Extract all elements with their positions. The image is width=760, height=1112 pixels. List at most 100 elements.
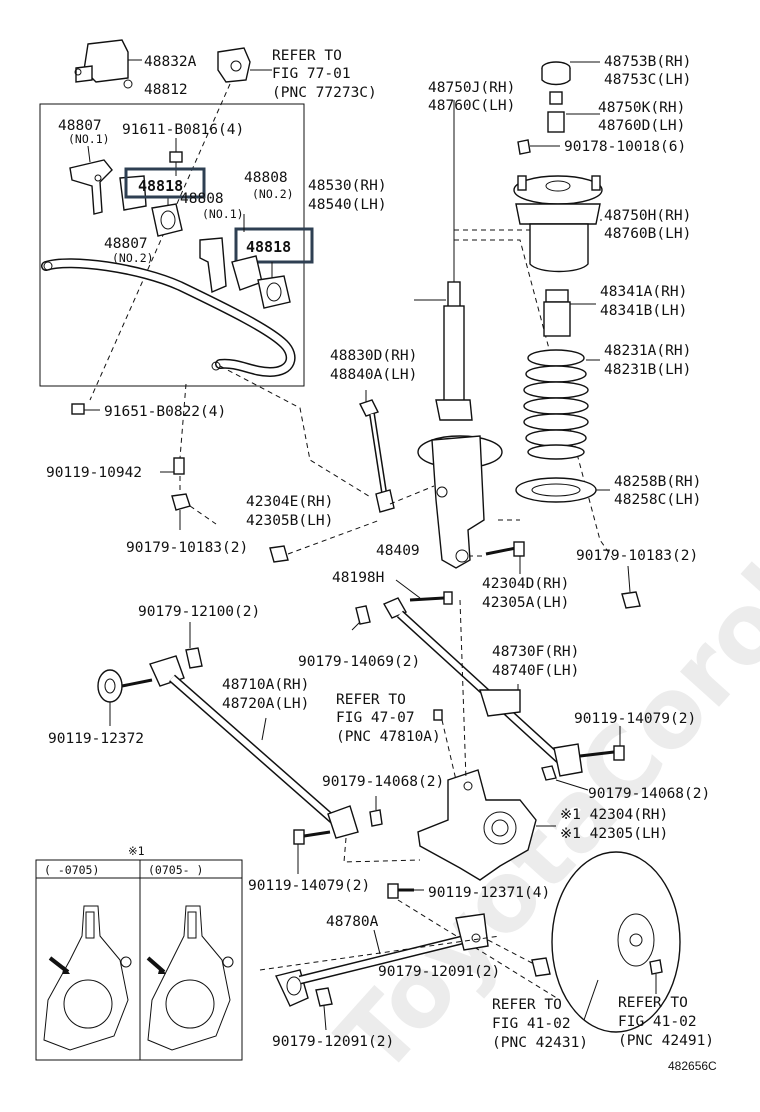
- bolt-91611-icon[interactable]: [169, 151, 183, 176]
- label-48753b[interactable]: 48753B(RH): [604, 54, 691, 70]
- label-48808-no2[interactable]: 48808: [244, 170, 288, 186]
- bolt-48198h-icon[interactable]: [409, 591, 453, 605]
- label-90179-14069[interactable]: 90179-14069(2): [298, 654, 420, 670]
- bolt-47-07-icon[interactable]: [433, 709, 443, 721]
- bolt-90119-12371-icon[interactable]: [387, 883, 414, 899]
- label-48750j[interactable]: 48750J(RH): [428, 80, 515, 96]
- stabilizer-link-icon[interactable]: [359, 399, 395, 513]
- disc-screw-icon[interactable]: [649, 959, 663, 975]
- nut-90179-12100-icon[interactable]: [185, 647, 203, 669]
- nut-90179-10183-b-icon[interactable]: [621, 591, 641, 609]
- label-91611[interactable]: 91611-B0816(4): [122, 122, 244, 138]
- label-48830d[interactable]: 48830D(RH): [330, 348, 417, 364]
- label-48231a[interactable]: 48231A(RH): [604, 343, 691, 359]
- mount-cap-icon[interactable]: [541, 61, 571, 86]
- label-48530[interactable]: 48530(RH): [308, 178, 387, 194]
- label-90119-10942[interactable]: 90119-10942: [46, 465, 142, 481]
- label-48258b[interactable]: 48258B(RH): [614, 474, 701, 490]
- label-90179-14068-b[interactable]: 90179-14068(2): [588, 786, 710, 802]
- label-90179-14068-a[interactable]: 90179-14068(2): [322, 774, 444, 790]
- label-90179-10183-b[interactable]: 90179-10183(2): [576, 548, 698, 564]
- label-42305[interactable]: ※1 42305(LH): [560, 826, 668, 842]
- label-90119-14079-r[interactable]: 90119-14079(2): [574, 711, 696, 727]
- label-48409[interactable]: 48409: [376, 543, 420, 559]
- shock-absorber-icon[interactable]: [417, 281, 503, 569]
- label-48258c[interactable]: 48258C(LH): [614, 492, 701, 508]
- coil-spring-icon[interactable]: [523, 349, 589, 460]
- ref-41a-line1: REFER TO: [492, 997, 562, 1013]
- upper-mount-icon[interactable]: [513, 175, 603, 273]
- label-90179-12100[interactable]: 90179-12100(2): [138, 604, 260, 620]
- label-48710a[interactable]: 48710A(RH): [222, 677, 309, 693]
- bolt-91651-icon[interactable]: [71, 403, 85, 415]
- nut-90179-12091-a-icon[interactable]: [531, 957, 551, 977]
- label-90119-12372[interactable]: 90119-12372: [48, 731, 144, 747]
- label-48780a[interactable]: 48780A: [326, 914, 379, 930]
- label-48341a[interactable]: 48341A(RH): [600, 284, 687, 300]
- ref-47-line3: (PNC 47810A): [336, 729, 441, 745]
- label-48750h[interactable]: 48750H(RH): [604, 208, 691, 224]
- nut-90178-icon[interactable]: [517, 139, 531, 155]
- bracket-48807-no1-icon[interactable]: [69, 159, 113, 215]
- spring-insulator-icon[interactable]: [515, 477, 597, 503]
- nut-90179-14069-icon[interactable]: [355, 605, 371, 625]
- label-48740f[interactable]: 48740F(LH): [492, 663, 579, 679]
- bushing-48818-b-icon[interactable]: [257, 275, 291, 309]
- label-48807-no2[interactable]: 48807: [104, 236, 148, 252]
- label-42304[interactable]: ※1 42304(RH): [560, 807, 668, 823]
- label-48832a[interactable]: 48832A: [144, 54, 197, 70]
- label-48812[interactable]: 48812: [144, 82, 188, 98]
- bolt-42304d-icon[interactable]: [485, 541, 525, 557]
- bolt-90119-10942-icon[interactable]: [173, 457, 185, 475]
- label-48730f[interactable]: 48730F(RH): [492, 644, 579, 660]
- label-90178[interactable]: 90178-10018(6): [564, 139, 686, 155]
- label-48840a[interactable]: 48840A(LH): [330, 367, 417, 383]
- bump-stopper-icon[interactable]: [543, 289, 571, 337]
- label-48760d[interactable]: 48760D(LH): [598, 118, 685, 134]
- label-90179-12091-a[interactable]: 90179-12091(2): [378, 964, 500, 980]
- label-42304d[interactable]: 42304D(RH): [482, 576, 569, 592]
- label-48198h[interactable]: 48198H: [332, 570, 384, 586]
- cam-bolt-90119-12372-icon[interactable]: [97, 669, 153, 703]
- lower-arm-48710a-icon[interactable]: [149, 655, 359, 839]
- nut-90179-12091-b-icon[interactable]: [315, 987, 333, 1007]
- brake-disc-icon[interactable]: [551, 851, 681, 1033]
- label-90119-14079-l[interactable]: 90119-14079(2): [248, 878, 370, 894]
- label-48760c[interactable]: 48760C(LH): [428, 98, 515, 114]
- nut-90179-14068-b-icon[interactable]: [541, 765, 557, 781]
- bracket-48808-no2-icon[interactable]: [199, 237, 227, 294]
- label-91651[interactable]: 91651-B0822(4): [104, 404, 226, 420]
- bushing-48818-a-icon[interactable]: [151, 203, 183, 237]
- nut-90179-14068-a-icon[interactable]: [369, 809, 383, 827]
- label-48760b[interactable]: 48760B(LH): [604, 226, 691, 242]
- label-48753c[interactable]: 48753C(LH): [604, 72, 691, 88]
- label-90179-10183-a[interactable]: 90179-10183(2): [126, 540, 248, 556]
- label-90119-12371[interactable]: 90119-12371(4): [428, 885, 550, 901]
- label-48808-no1[interactable]: 48808: [180, 191, 224, 207]
- inset-marker: ※1: [128, 844, 145, 858]
- nut-42304e-icon[interactable]: [269, 545, 289, 563]
- label-42305a[interactable]: 42305A(LH): [482, 595, 569, 611]
- bolt-90119-14079-l-icon[interactable]: [293, 829, 331, 845]
- label-48818-a[interactable]: 48818: [138, 177, 183, 195]
- label-42305b[interactable]: 42305B(LH): [246, 513, 333, 529]
- mount-nut-icon[interactable]: [547, 91, 565, 133]
- label-48750k[interactable]: 48750K(RH): [598, 100, 685, 116]
- ref-41b-line2: FIG 41-02: [618, 1014, 697, 1030]
- bracket-48832a-icon[interactable]: [74, 39, 133, 89]
- clamp-icon[interactable]: [217, 47, 251, 83]
- label-48807-no1[interactable]: 48807: [58, 118, 102, 134]
- label-48818-b[interactable]: 48818: [246, 238, 291, 256]
- bolt-90119-14079-r-icon[interactable]: [579, 745, 625, 761]
- bracket-48807-no2-icon[interactable]: [231, 255, 263, 291]
- label-90179-12091-b[interactable]: 90179-12091(2): [272, 1034, 394, 1050]
- nut-90179-10183-a-icon[interactable]: [171, 493, 191, 511]
- trailing-arm-48780a-icon[interactable]: [275, 913, 489, 1007]
- label-48231b[interactable]: 48231B(LH): [604, 362, 691, 378]
- upper-control-arm-icon[interactable]: [383, 597, 583, 777]
- label-48341b[interactable]: 48341B(LH): [600, 303, 687, 319]
- steering-knuckle-icon[interactable]: [417, 769, 537, 881]
- label-42304e[interactable]: 42304E(RH): [246, 494, 333, 510]
- label-48540[interactable]: 48540(LH): [308, 197, 387, 213]
- label-48720a[interactable]: 48720A(LH): [222, 696, 309, 712]
